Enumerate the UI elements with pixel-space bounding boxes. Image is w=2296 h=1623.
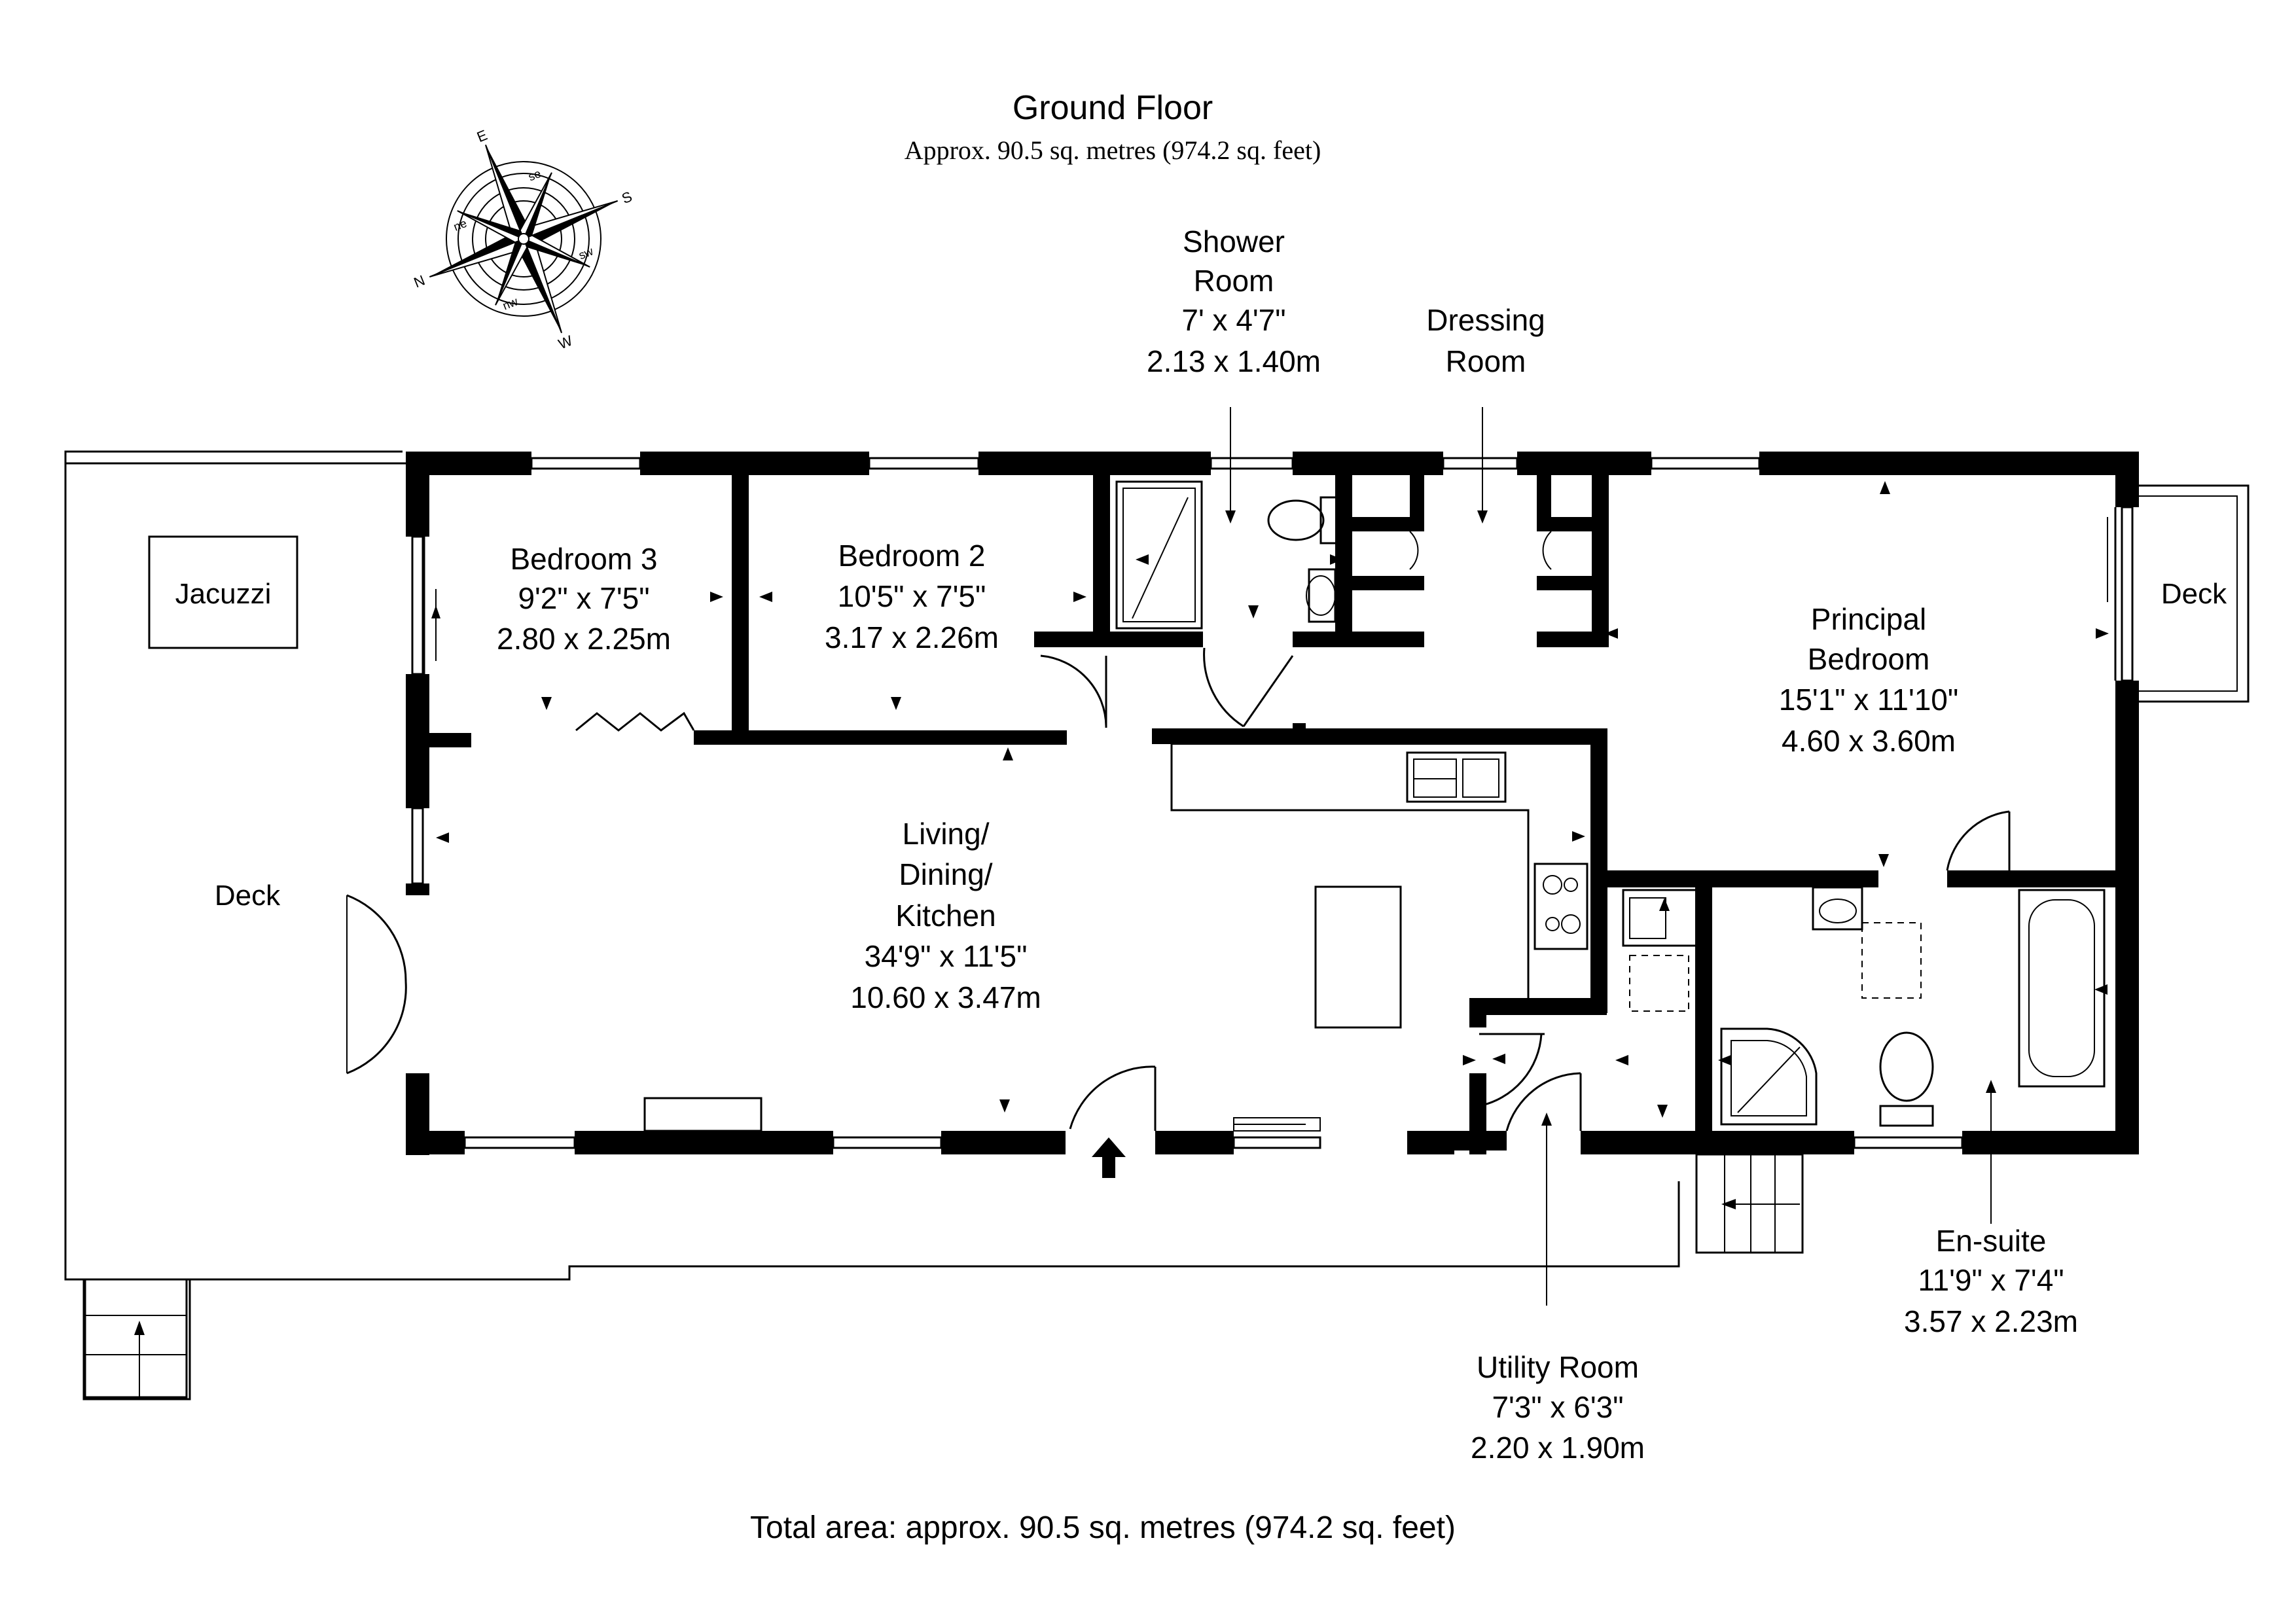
utility-sink <box>1622 889 1703 1012</box>
living-name-3: Kitchen <box>895 899 996 933</box>
living-name-2: Dining/ <box>899 857 992 891</box>
dressing-name-2: Room <box>1446 344 1526 378</box>
entrance-arrow-icon <box>1092 1137 1126 1178</box>
shower-tray <box>1115 480 1203 630</box>
room-label-dressing: Dressing Room <box>1426 303 1545 378</box>
deck-outline <box>64 450 1680 1400</box>
room-label-principal: Principal Bedroom 15'1" x 11'10" 4.60 x … <box>1779 602 1958 758</box>
room-label-bedroom3: Bedroom 3 9'2" x 7'5" 2.80 x 2.25m <box>497 542 671 656</box>
room-label-shower: Shower Room 7' x 4'7" 2.13 x 1.40m <box>1147 224 1321 378</box>
doors <box>346 507 2117 1132</box>
dressing-name-1: Dressing <box>1426 303 1545 337</box>
bedroom2-name: Bedroom 2 <box>838 539 985 573</box>
living-name-1: Living/ <box>903 817 990 851</box>
entrance-steps <box>1695 1153 1804 1254</box>
ensuite-name: En-suite <box>1936 1224 2047 1258</box>
ensuite-metric: 3.57 x 2.23m <box>1904 1304 2078 1338</box>
living-imperial: 34'9" x 11'5" <box>865 939 1028 973</box>
kitchen-counter <box>643 743 1590 1132</box>
jacuzzi: Jacuzzi <box>148 535 298 649</box>
principal-metric: 4.60 x 3.60m <box>1782 724 1956 758</box>
shower-name-1: Shower <box>1183 224 1285 259</box>
shower-name-2: Room <box>1194 264 1274 298</box>
bedroom2-metric: 3.17 x 2.26m <box>825 620 999 654</box>
compass-label-n: N <box>412 272 427 291</box>
principal-imperial: 15'1" x 11'10" <box>1779 683 1958 717</box>
ensuite-imperial: 11'9" x 7'4" <box>1918 1263 2064 1297</box>
jacuzzi-label: Jacuzzi <box>175 578 272 610</box>
compass-label-nw: nw <box>501 294 520 313</box>
living-metric: 10.60 x 3.47m <box>850 980 1041 1014</box>
bedroom2-imperial: 10'5" x 7'5" <box>838 579 986 613</box>
bedroom3-name: Bedroom 3 <box>510 542 657 576</box>
external-walls <box>406 452 2139 1155</box>
compass-label-sw: sw <box>577 244 596 262</box>
compass-label-se: se <box>526 167 543 184</box>
room-label-ensuite: En-suite 11'9" x 7'4" 3.57 x 2.23m <box>1904 1224 2078 1338</box>
shower-metric: 2.13 x 1.40m <box>1147 344 1321 378</box>
bedroom3-imperial: 9'2" x 7'5" <box>518 581 649 615</box>
principal-name-1: Principal <box>1811 602 1926 636</box>
room-label-utility: Utility Room 7'3" x 6'3" 2.20 x 1.90m <box>1471 1350 1645 1465</box>
utility-metric: 2.20 x 1.90m <box>1471 1431 1645 1465</box>
floor-area-subtitle: Approx. 90.5 sq. metres (974.2 sq. feet) <box>905 135 1321 165</box>
dimension-arrows <box>436 481 2109 1118</box>
compass-label-ne: ne <box>452 217 469 234</box>
basin <box>1306 568 1336 623</box>
room-label-living: Living/ Dining/ Kitchen 34'9" x 11'5" 10… <box>850 817 1041 1014</box>
deck-left-label: Deck <box>215 880 281 912</box>
internal-walls <box>694 475 2115 1154</box>
room-label-bedroom2: Bedroom 2 10'5" x 7'5" 3.17 x 2.26m <box>825 539 999 654</box>
shower-imperial: 7' x 4'7" <box>1181 303 1285 337</box>
leader-lines <box>1225 407 1992 1306</box>
compass-label-e: E <box>475 127 490 146</box>
deck-steps <box>84 1278 188 1399</box>
ensuite-fixtures <box>1720 886 2106 1127</box>
compass-label-w: W <box>556 332 575 353</box>
utility-name: Utility Room <box>1477 1350 1639 1384</box>
compass-label-s: S <box>619 188 634 207</box>
compass-rose-icon: E se S sw W nw N ne <box>412 127 635 353</box>
deck-right-label: Deck <box>2161 578 2227 610</box>
total-area-footer: Total area: approx. 90.5 sq. metres (974… <box>750 1510 1456 1545</box>
floor-title: Ground Floor <box>1013 89 1213 127</box>
utility-imperial: 7'3" x 6'3" <box>1492 1390 1623 1424</box>
toilet <box>1267 496 1338 544</box>
deck-right: Deck <box>2139 484 2250 703</box>
principal-name-2: Bedroom <box>1808 642 1930 676</box>
bedroom3-metric: 2.80 x 2.25m <box>497 622 671 656</box>
